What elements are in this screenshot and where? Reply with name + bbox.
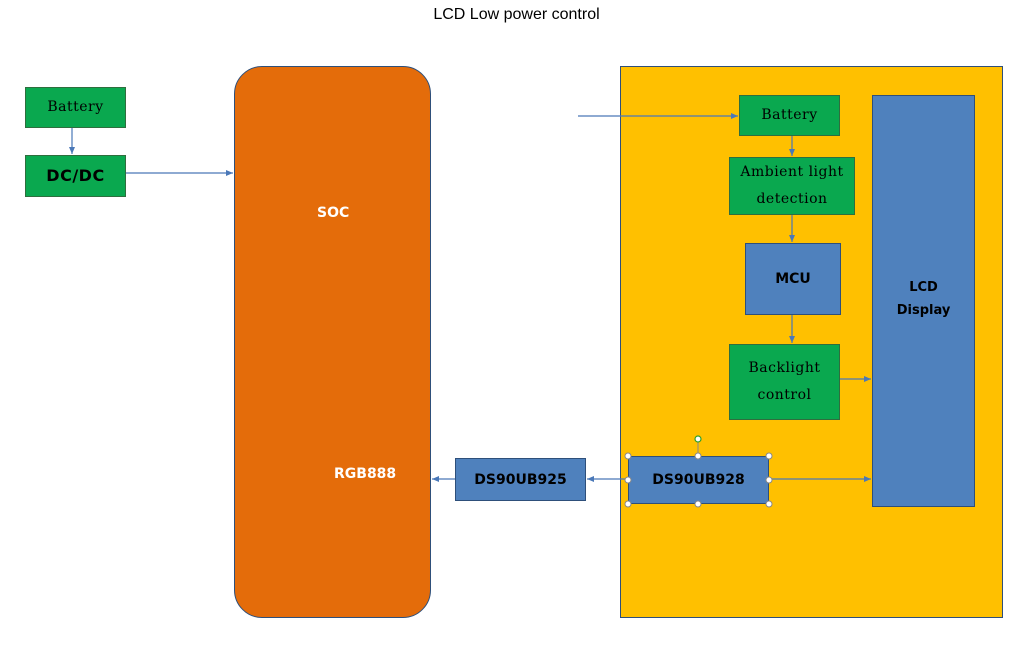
selection-handle (624, 476, 632, 484)
selection-handle (694, 452, 702, 460)
selection-handle (624, 452, 632, 460)
selection-handle (765, 476, 773, 484)
lcd-label-2: Display (896, 303, 951, 319)
panel-battery-box: Battery (739, 95, 840, 136)
backlight-label-1: Backlight (748, 360, 821, 377)
soc-label: SOC (317, 205, 350, 221)
selection-handle (694, 500, 702, 508)
soc-block (234, 66, 431, 618)
backlight-box: Backlight control (729, 344, 840, 420)
diagram-title: LCD Low power control (433, 6, 600, 23)
mcu-label: MCU (775, 271, 811, 287)
lcd-display-box: LCD Display (872, 95, 975, 507)
left-battery-box: Battery (25, 87, 126, 128)
deserializer-label: DS90UB928 (652, 472, 745, 488)
left-battery-label: Battery (47, 99, 104, 116)
backlight-label-2: control (757, 387, 812, 403)
mcu-box: MCU (745, 243, 841, 315)
dcdc-box: DC/DC (25, 155, 126, 197)
selection-handles (624, 435, 773, 508)
lcd-label-1: LCD (909, 280, 938, 295)
ambient-light-label-2: detection (756, 191, 828, 207)
selection-handle (624, 500, 632, 508)
selection-handle (765, 500, 773, 508)
ambient-light-label-1: Ambient light (740, 164, 844, 181)
ambient-light-box: Ambient light detection (729, 157, 855, 215)
selection-handle (765, 452, 773, 460)
dcdc-label: DC/DC (46, 165, 105, 185)
soc-port-label: RGB888 (334, 466, 397, 482)
serializer-box: DS90UB925 (455, 458, 586, 501)
serializer-label: DS90UB925 (474, 471, 567, 488)
rotation-handle (694, 435, 702, 443)
panel-battery-label: Battery (761, 107, 818, 124)
